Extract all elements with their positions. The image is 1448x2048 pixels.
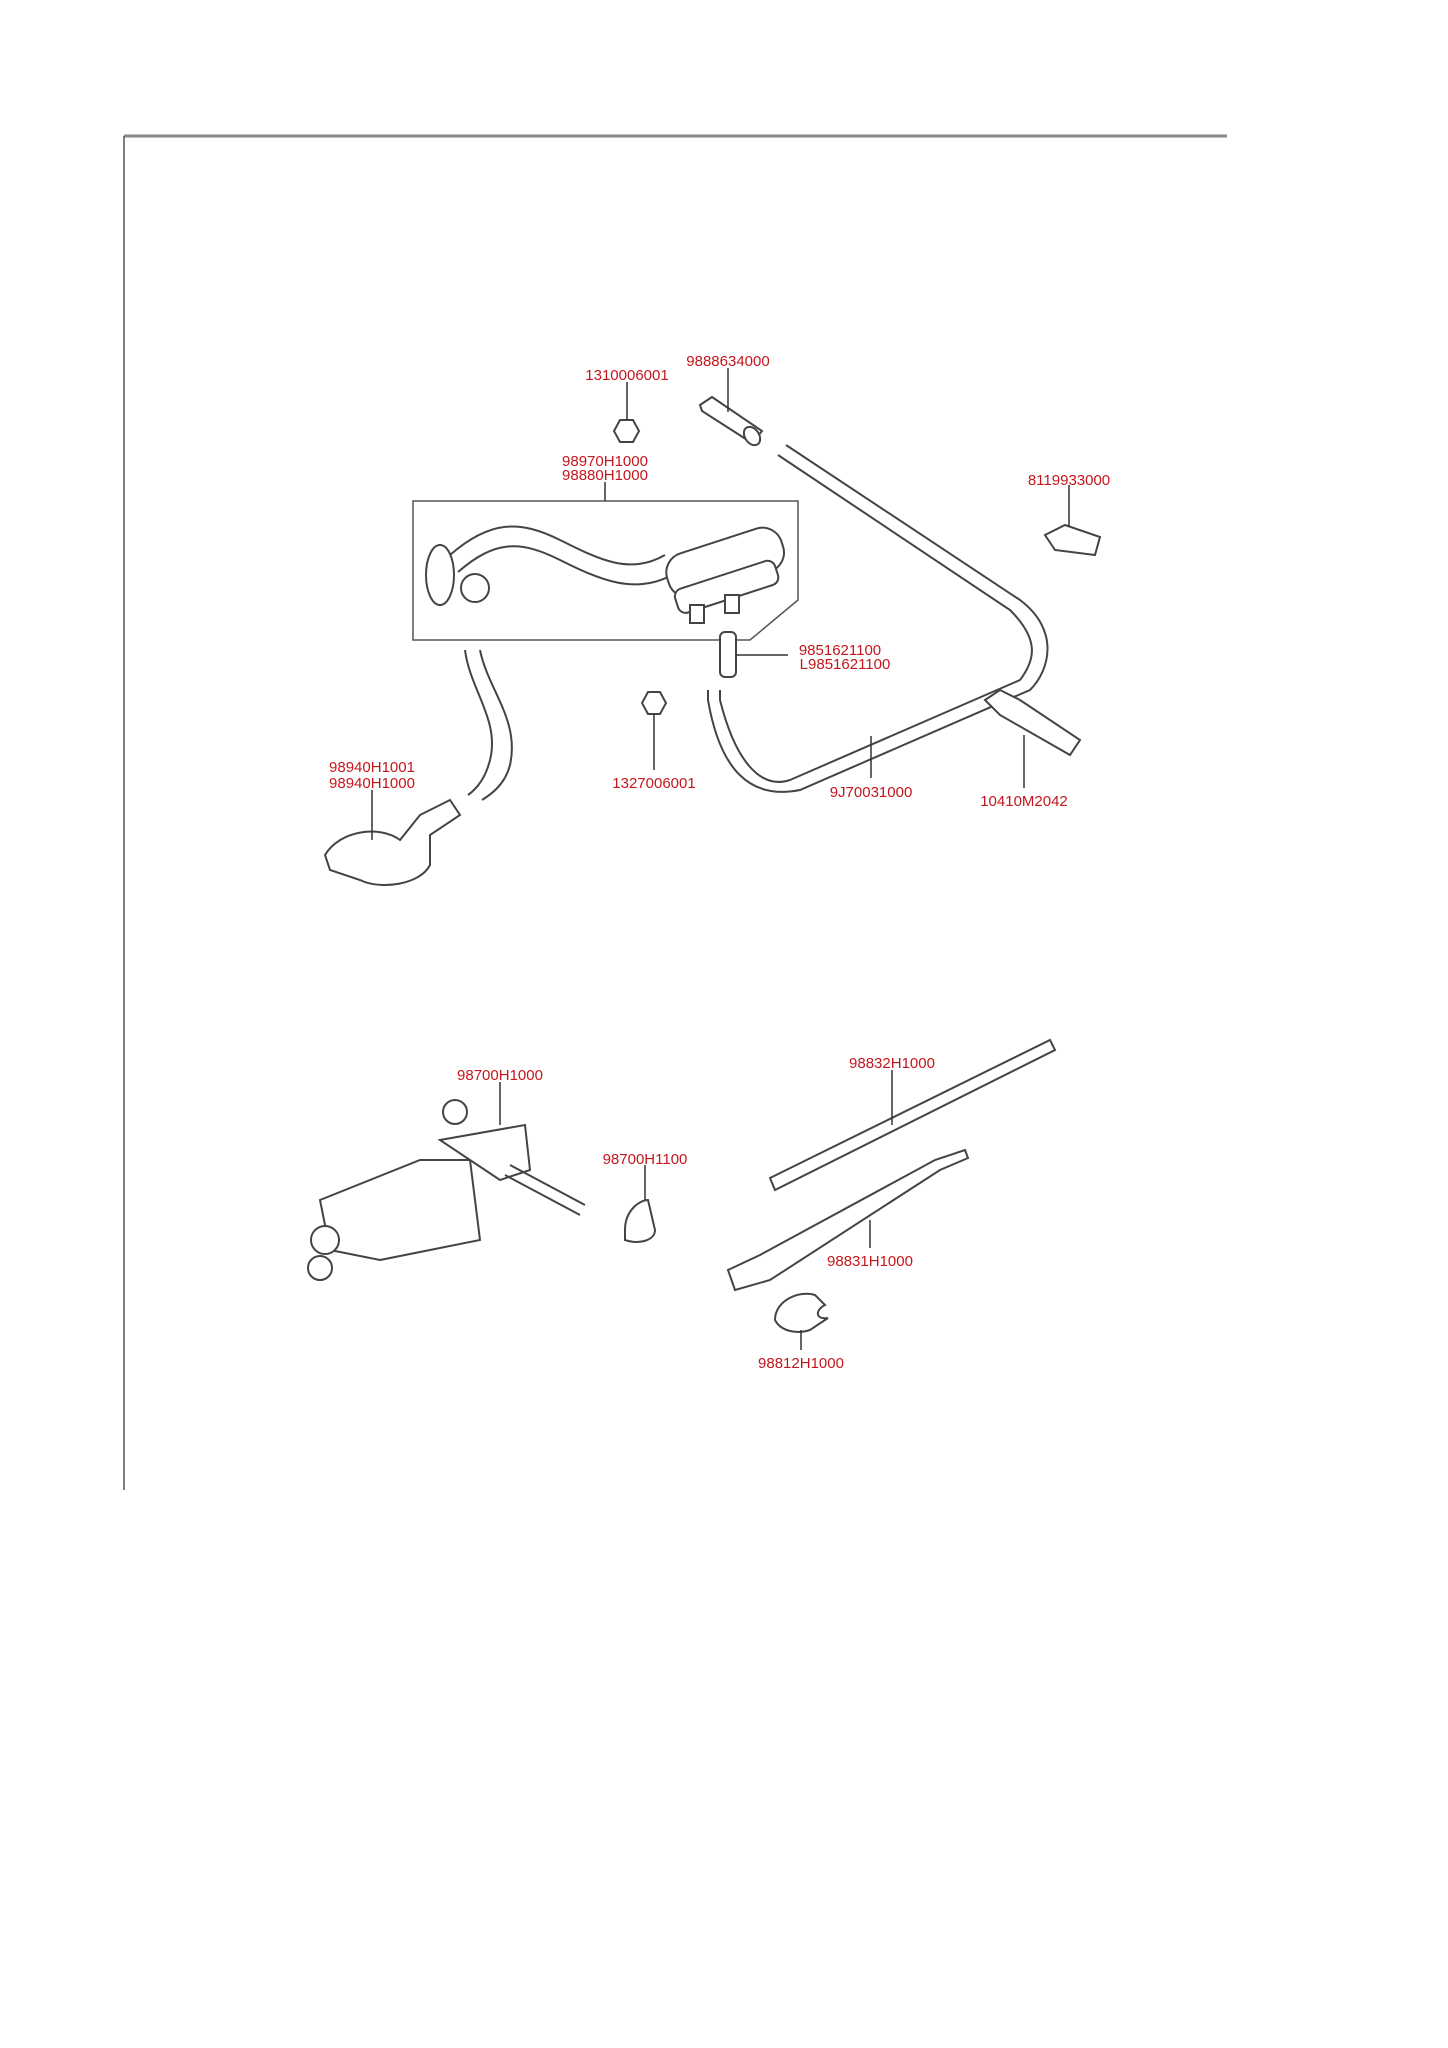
label-connector-top: 9888634000 (686, 353, 769, 370)
label-nozzle-1: 98970H1000 (562, 453, 648, 470)
wiper-motor (307, 1082, 586, 1281)
nut-bottom (640, 691, 668, 770)
label-clip-right: 8119933000 (1028, 472, 1110, 489)
label-pump-1: 98940H1001 (329, 759, 415, 776)
wiper-arm (726, 1148, 970, 1292)
label-joint-1: 9851621100 (799, 642, 881, 659)
label-joint-2: L9851621100 (800, 656, 891, 673)
label-nut-bottom: 1327006001 (612, 775, 695, 792)
nut-top (612, 382, 641, 443)
pump (323, 649, 513, 886)
label-blade: 98832H1000 (849, 1055, 935, 1072)
label-nozzle-2: 98880H1000 (562, 467, 648, 484)
joint (719, 631, 788, 678)
hose-main (707, 444, 1049, 793)
label-grommet: 98700H1100 (603, 1151, 688, 1168)
wiper-blade (768, 1038, 1057, 1192)
label-motor: 98700H1000 (457, 1067, 543, 1084)
label-cap: 98812H1000 (758, 1355, 844, 1372)
label-nut-top: 1310006001 (585, 367, 668, 384)
label-pump-2: 98940H1000 (329, 775, 415, 792)
clip-right (1043, 485, 1102, 557)
label-arm: 98831H1000 (827, 1253, 913, 1270)
nozzle-assembly (412, 482, 799, 641)
wiper-cap (773, 1292, 829, 1350)
grommet (624, 1165, 657, 1243)
connector-top (698, 368, 764, 447)
bracket (983, 688, 1082, 788)
label-hose: 9J70031000 (830, 784, 913, 801)
label-bracket: 10410M2042 (980, 793, 1068, 810)
